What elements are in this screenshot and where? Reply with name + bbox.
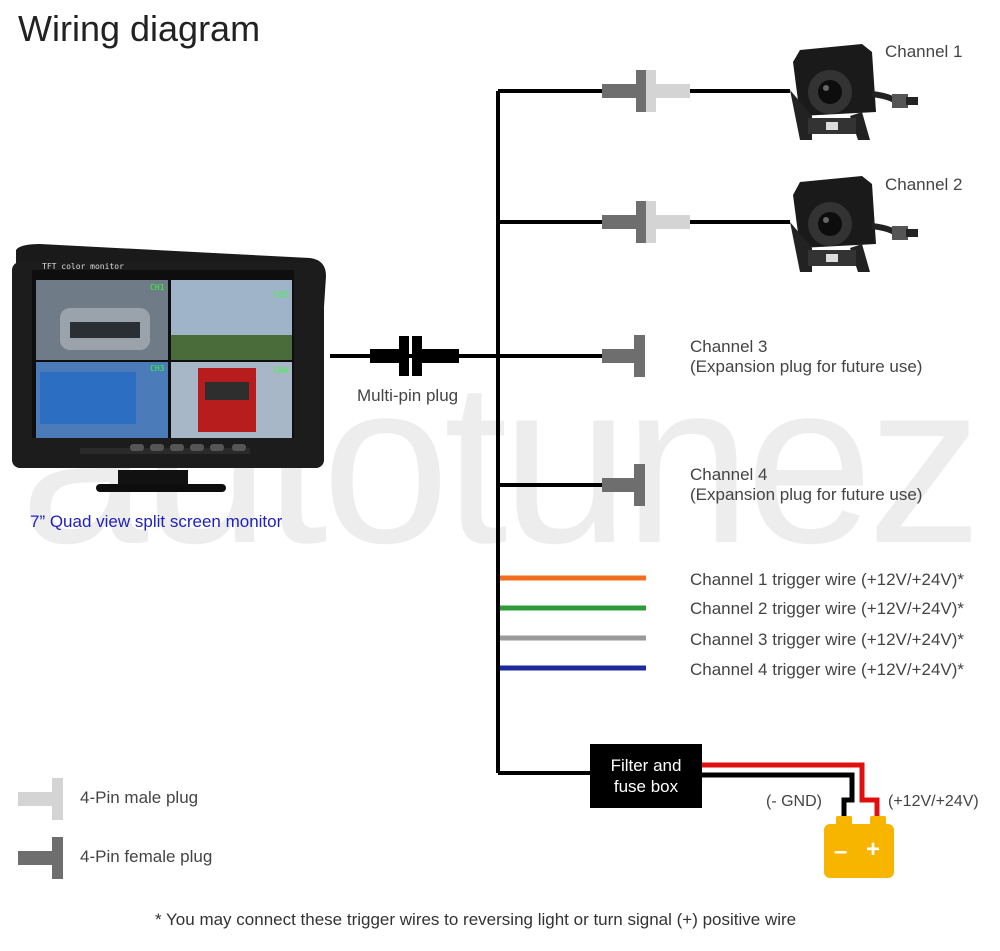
channel-3-sublabel: (Expansion plug for future use) [690,357,923,376]
multi-pin-plug [370,336,459,376]
battery-gnd-label: (- GND) [766,793,822,810]
channel-3-label: Channel 3 [690,337,768,356]
trigger-wire-ch4-label: Channel 4 trigger wire (+12V/+24V)* [690,660,965,679]
legend-female-plug-label: 4-Pin female plug [80,847,213,866]
channel-2-plug-pair [602,201,690,243]
page-title: Wiring diagram [18,8,261,49]
fuse-box-line1: Filter and [610,756,682,775]
footnote: * You may connect these trigger wires to… [155,910,797,929]
legend-female-plug-icon [18,837,63,879]
filter-fuse-box: Filter and fuse box [590,744,702,808]
channel-3-female-plug [602,335,645,377]
monitor-label-ch1: CH1 [150,283,165,292]
battery-plus-sign: + [866,836,881,863]
channel-2-label: Channel 2 [885,175,963,194]
battery-positive-label: (+12V/+24V) [888,793,979,810]
channel-4-label: Channel 4 [690,465,768,484]
channel-4-female-plug [602,464,645,506]
channel-1-plug-pair [602,70,690,112]
multi-pin-plug-label: Multi-pin plug [357,386,459,405]
monitor-label-ch3: CH3 [150,364,165,373]
monitor-label-ch4: CH4 [274,366,289,375]
monitor-screen-header: TFT color monitor [42,262,124,271]
monitor-label-ch2: CH2 [274,290,289,299]
trigger-wire-ch2-label: Channel 2 trigger wire (+12V/+24V)* [690,599,965,618]
monitor-caption: 7” Quad view split screen monitor [30,512,283,531]
trigger-wire-ch3-label: Channel 3 trigger wire (+12V/+24V)* [690,630,965,649]
legend-male-plug-icon [18,778,63,820]
camera-channel-2 [790,176,918,272]
battery-wires [702,762,880,818]
channel-4-sublabel: (Expansion plug for future use) [690,485,923,504]
battery-icon [824,816,894,878]
camera-channel-1 [790,44,918,140]
trigger-wires [500,575,646,671]
battery-minus-sign: – [834,838,848,865]
fuse-box-line2: fuse box [613,777,679,796]
quad-monitor [12,244,326,492]
trigger-wire-ch1-label: Channel 1 trigger wire (+12V/+24V)* [690,570,965,589]
channel-1-label: Channel 1 [885,42,963,61]
legend-male-plug-label: 4-Pin male plug [80,788,199,807]
